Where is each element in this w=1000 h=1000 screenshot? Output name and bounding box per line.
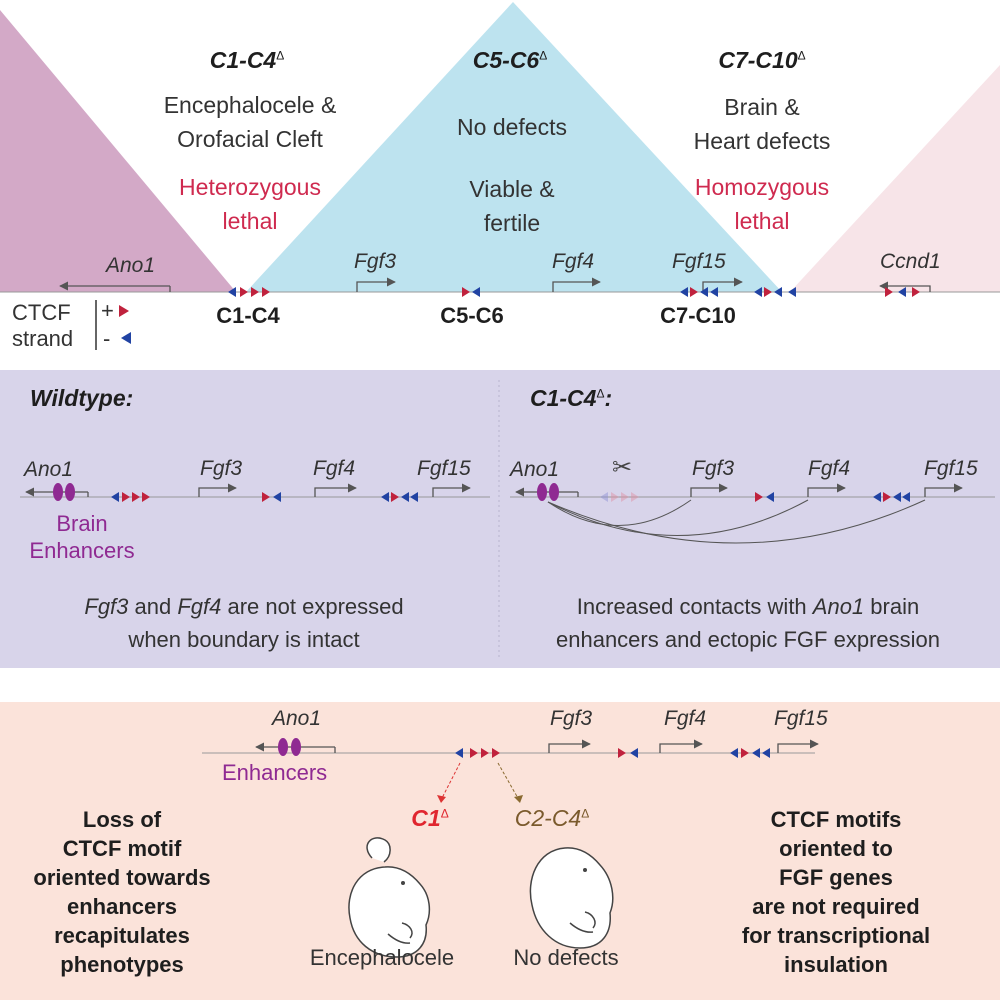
gene-label-fgf15: Fgf15	[672, 250, 726, 273]
del-gene-fgf15: Fgf15	[924, 457, 978, 480]
bottom-ctcf-c7-c10	[730, 748, 770, 758]
bottom-gene-ano1: Ano1	[272, 707, 322, 730]
fgf3-gene-glyph	[356, 277, 396, 292]
wt-ctcf-c7-c10	[381, 492, 418, 502]
fgf15-gene-glyph	[702, 277, 743, 292]
embryo-no-defects-icon	[529, 847, 614, 949]
deletion-title: C1-C4Δ:	[530, 385, 613, 411]
bottom-enhancer-1	[278, 738, 288, 756]
wildtype-title: Wildtype:	[30, 385, 134, 411]
c1-outcome: Encephalocele	[309, 945, 455, 970]
ccnd1-gene-glyph	[879, 281, 931, 292]
wildtype-caption: Fgf3 and Fgf4 are not expressed when bou…	[84, 594, 404, 652]
left-conclusion: Loss of CTCF motif oriented towards enha…	[33, 807, 211, 977]
wt-gene-ano1: Ano1	[24, 458, 74, 481]
contact-arc-fgf3	[547, 499, 692, 526]
deletion-caption: Increased contacts with Ano1 brain enhan…	[556, 594, 940, 652]
c2c4-pointer	[497, 762, 520, 801]
legend-plus: +	[101, 298, 114, 323]
panel-1-description: Encephalocele &Orofacial Cleft	[163, 92, 337, 152]
embryo-encephalocele-icon	[348, 837, 431, 958]
gene-label-fgf4: Fgf4	[552, 250, 595, 273]
wt-ctcf-c5-c6	[262, 492, 281, 502]
c1-pointer	[440, 762, 461, 801]
site-label-c5-c6: C5-C6	[440, 303, 504, 328]
panel-2-description: No defects	[457, 114, 567, 140]
del-ctcf-deleted	[600, 492, 639, 502]
right-conclusion: CTCF motifs oriented to FGF genes are no…	[741, 807, 931, 977]
ctcf-site-ccnd1	[885, 287, 920, 297]
wt-gene-fgf15: Fgf15	[417, 457, 471, 480]
bottom-enhancer-2	[291, 738, 301, 756]
fgf4-gene-glyph	[552, 277, 601, 292]
site-label-c7-c10: C7-C10	[660, 303, 736, 328]
del-gene-fgf3: Fgf3	[692, 457, 735, 480]
gene-label-ccnd1: Ccnd1	[880, 250, 941, 273]
gene-label-ano1: Ano1	[106, 254, 156, 277]
bottom-gene-fgf3: Fgf3	[550, 707, 593, 730]
del-ctcf-c5-c6	[755, 492, 774, 502]
panel-3-description: Brain &Heart defects	[693, 94, 831, 154]
bottom-gene-fgf4: Fgf4	[664, 707, 707, 730]
legend-minus-arrow	[121, 332, 131, 344]
del-gene-ano1: Ano1	[510, 458, 560, 481]
bottom-enhancer-label: Enhancers	[222, 760, 328, 785]
panel-2-fate: Viable &fertile	[469, 176, 555, 236]
wt-enhancer-2	[65, 483, 75, 501]
del-ctcf-c7-c10	[873, 492, 910, 502]
scissors-icon: ✂	[612, 454, 633, 481]
middle-panel-bg	[0, 370, 1000, 668]
ctcf-site-c5-c6	[462, 287, 480, 297]
c2c4-deletion-label: C2-C4Δ	[514, 805, 590, 831]
panel-1-title: C1-C4Δ	[209, 47, 285, 73]
gene-label-fgf3: Fgf3	[354, 250, 397, 273]
ctcf-site-c7-c10	[680, 287, 796, 297]
tad-left-triangle	[0, 10, 236, 292]
panel-3-title: C7-C10Δ	[718, 47, 806, 73]
c2c4-outcome: No defects	[513, 945, 619, 970]
wt-gene-fgf3: Fgf3	[200, 457, 243, 480]
del-enhancer-1	[537, 483, 547, 501]
legend-plus-arrow	[119, 305, 129, 317]
tad-middle-triangle	[246, 2, 782, 292]
bottom-ctcf-c1-c4	[455, 748, 500, 758]
legend-strand: strand	[12, 326, 74, 351]
bottom-ctcf-c5-c6	[618, 748, 638, 758]
wt-gene-fgf4: Fgf4	[313, 457, 356, 480]
contact-arc-fgf15	[547, 499, 926, 544]
wt-ctcf-c1-c4	[111, 492, 150, 502]
contact-arc-fgf4	[547, 499, 809, 536]
bottom-gene-fgf15: Fgf15	[774, 707, 828, 730]
del-gene-fgf4: Fgf4	[808, 457, 851, 480]
del-enhancer-2	[549, 483, 559, 501]
ctcf-site-c1-c4	[228, 287, 270, 297]
c1-deletion-label: C1Δ	[411, 805, 449, 831]
wt-enhancer-1	[53, 483, 63, 501]
site-label-c1-c4: C1-C4	[216, 303, 280, 328]
panel-2-title: C5-C6Δ	[472, 47, 548, 73]
legend-minus: -	[103, 326, 111, 351]
bottom-panel-bg	[0, 702, 1000, 1000]
legend-ctcf: CTCF	[12, 300, 71, 325]
tad-right-triangle	[790, 65, 1000, 292]
